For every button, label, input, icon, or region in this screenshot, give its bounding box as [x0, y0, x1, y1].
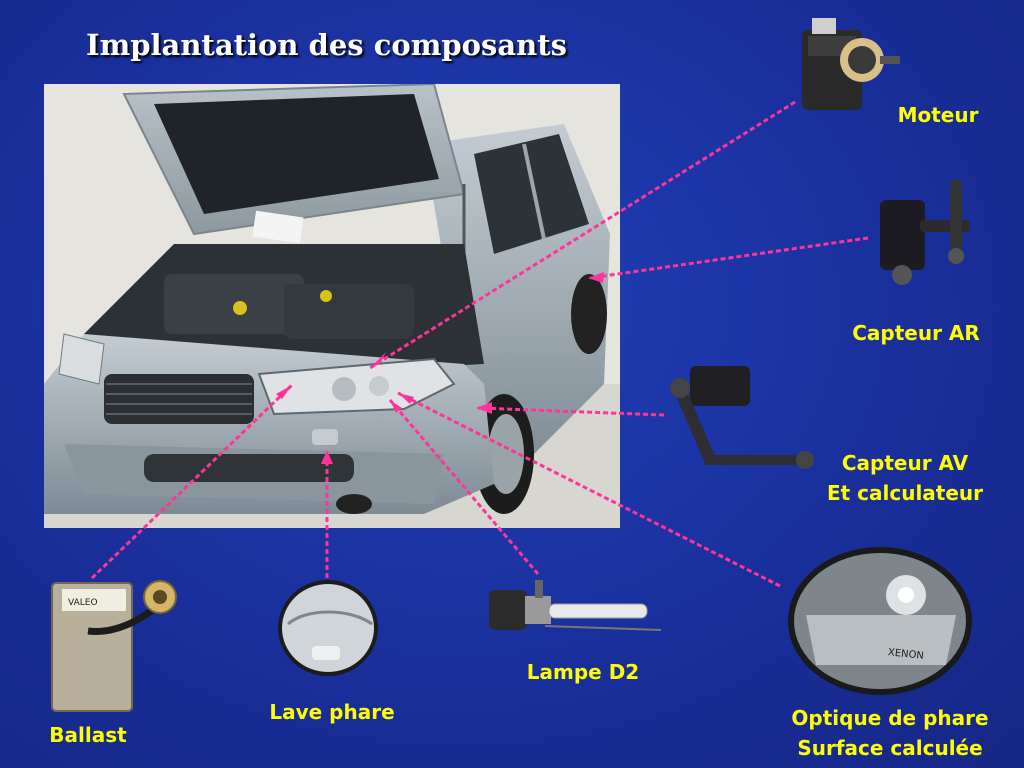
front-sensor-label: Capteur AV Et calculateur [800, 448, 1010, 508]
xenon-marking: XENON [887, 647, 924, 662]
car-illustration [44, 84, 620, 528]
ballast-icon: VALEO [51, 580, 177, 712]
rear-sensor-icon [880, 180, 970, 285]
headlight-washer-icon [278, 580, 378, 676]
d2-lamp-icon [489, 580, 662, 631]
car-photo [44, 84, 620, 528]
motor-icon [802, 18, 900, 110]
ballast-label: Ballast [49, 723, 127, 747]
headlight-optic-line2: Surface calculée [797, 736, 983, 760]
front-sensor-icon [670, 366, 814, 469]
motor-label: Moteur [897, 103, 979, 127]
d2-lamp-label: Lampe D2 [526, 660, 640, 684]
front-sensor-line2: Et calculateur [826, 481, 984, 505]
ballast-marking: VALEO [68, 598, 98, 608]
headlight-optic-icon: XENON [788, 547, 972, 695]
leader-line-rear-sensor [589, 236, 869, 280]
headlight-washer-label: Lave phare [269, 700, 395, 724]
slide-title: Implantation des composants [86, 28, 567, 62]
rear-sensor-label: Capteur AR [852, 321, 980, 345]
front-sensor-line1: Capteur AV [841, 451, 969, 475]
headlight-optic-label: Optique de phare Surface calculée [770, 703, 1010, 763]
headlight-optic-line1: Optique de phare [791, 706, 989, 730]
